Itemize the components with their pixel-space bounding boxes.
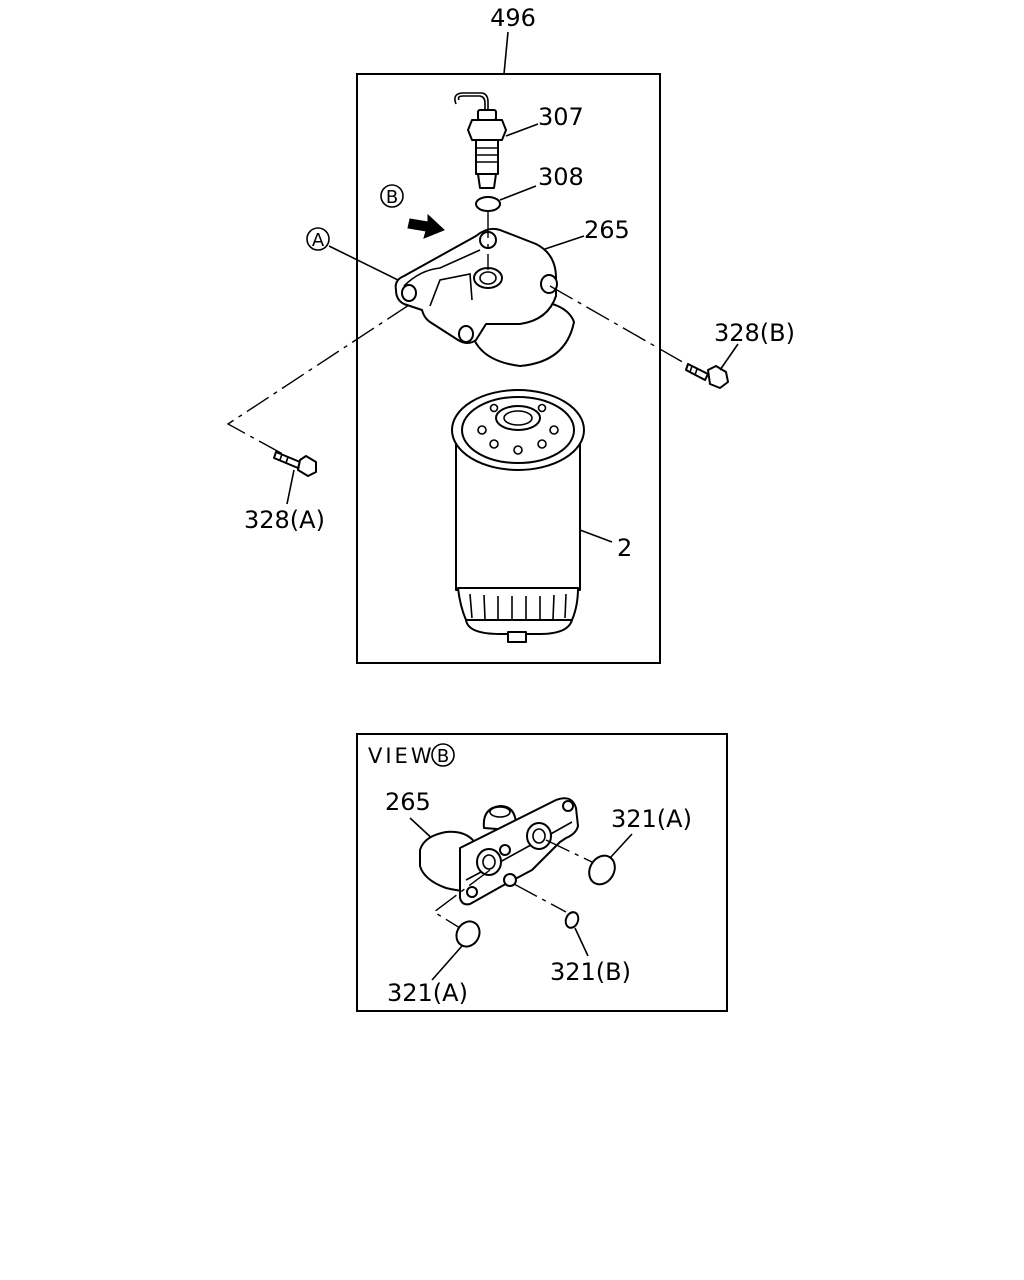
callout-307: 307 (538, 103, 584, 131)
callout-321a-right: 321(A) (611, 805, 692, 833)
callout-308: 308 (538, 163, 584, 191)
callout-328b: 328(B) (714, 319, 795, 347)
filter-cartridge-part[interactable] (451, 389, 585, 643)
oring-321a-right[interactable] (584, 851, 620, 889)
oring-308[interactable] (475, 196, 501, 212)
main-view: 307 308 B A (226, 73, 795, 664)
svg-text:A: A (312, 230, 325, 251)
main-view-frame (356, 73, 661, 664)
svg-text:B: B (437, 746, 449, 767)
bolt-328b[interactable] (685, 363, 729, 389)
detail-view-title: VIEW (368, 744, 435, 768)
callout-321b: 321(B) (550, 958, 631, 986)
ref-b-marker: B (380, 184, 404, 208)
callout-328a: 328(A) (244, 506, 325, 534)
assembly-number: 496 (490, 4, 536, 32)
filter-head-detail[interactable] (419, 797, 579, 906)
svg-text:B: B (386, 187, 398, 208)
bolt-328a[interactable] (273, 451, 317, 477)
detail-view-b: VIEW B 265 (356, 733, 728, 1012)
view-direction-arrow (407, 213, 445, 239)
ref-a-marker: A (306, 227, 330, 251)
callout-265-main: 265 (584, 216, 630, 244)
sensor-part[interactable] (454, 92, 507, 189)
detail-view-frame (356, 733, 728, 1012)
callout-2: 2 (617, 534, 632, 562)
filter-head-part[interactable] (394, 227, 575, 367)
detail-view-ref-b: B (431, 743, 455, 767)
callout-265-detail: 265 (385, 788, 431, 816)
callout-321a-left: 321(A) (387, 979, 468, 1007)
oring-321b[interactable] (564, 910, 581, 929)
oring-321a-left[interactable] (452, 917, 484, 951)
